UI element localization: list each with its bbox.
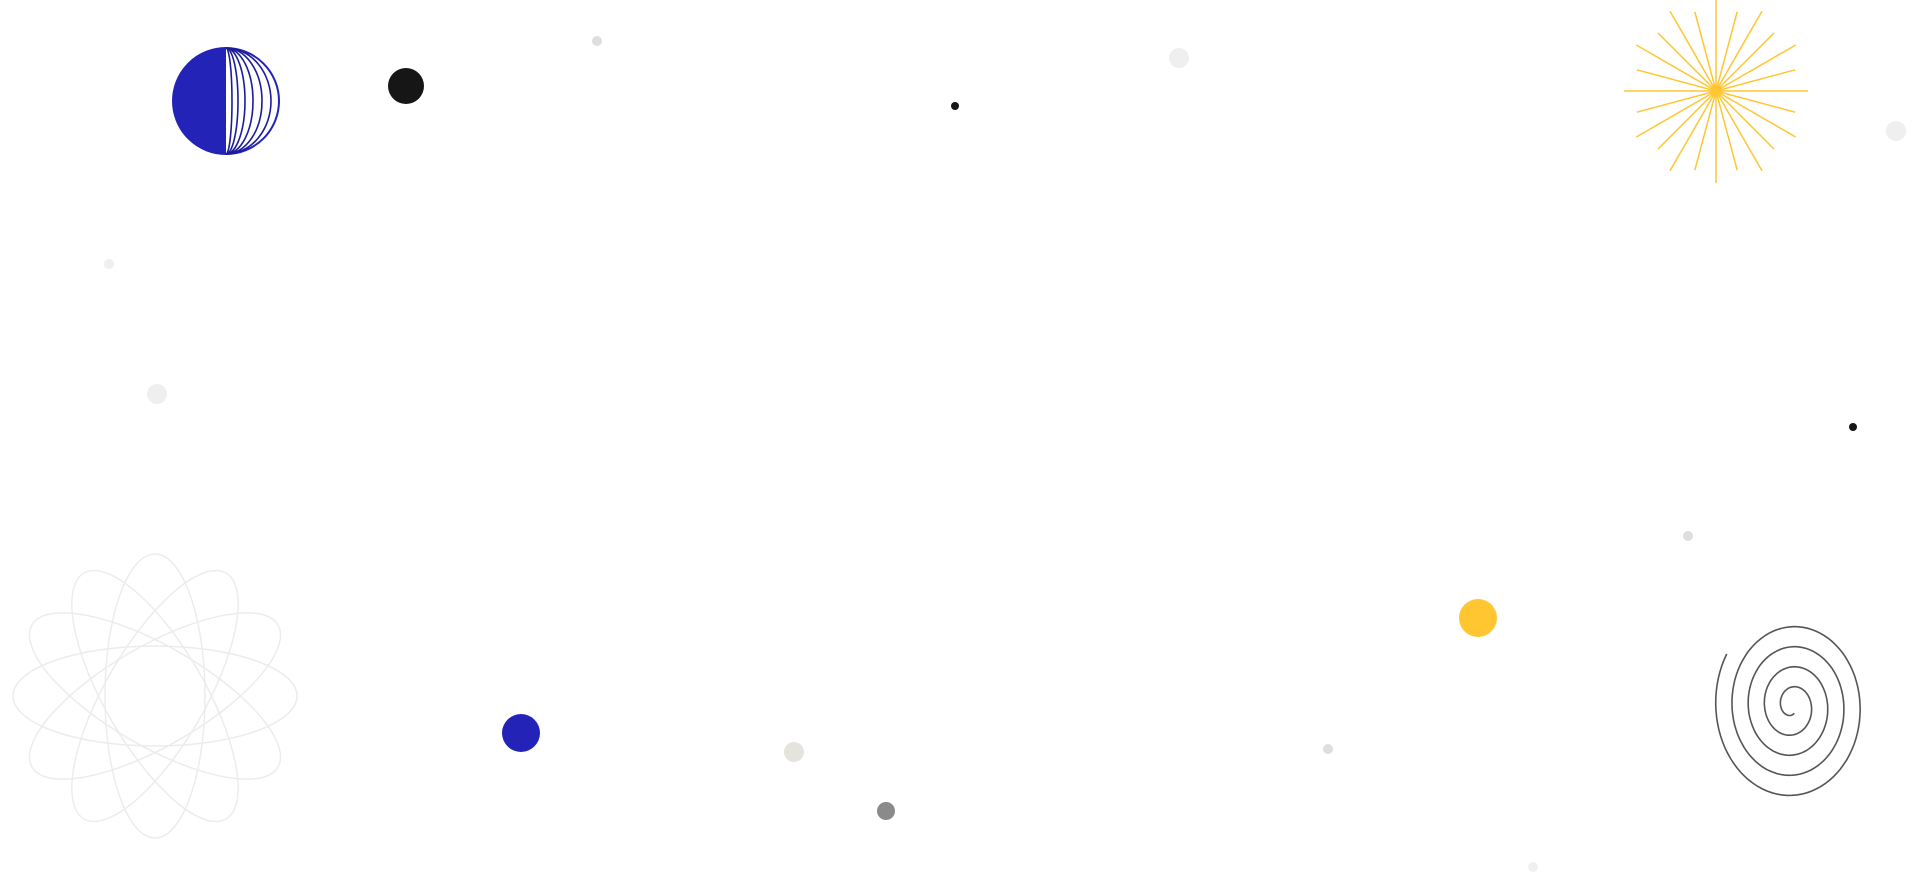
- small-gray-dot: [592, 36, 602, 46]
- sunburst-ray: [1715, 90, 1775, 150]
- sunburst-ray: [1669, 90, 1717, 172]
- faint-dot: [104, 259, 114, 269]
- gray-dot: [877, 802, 895, 820]
- sunburst-ray: [1715, 69, 1796, 92]
- sunburst-ray: [1657, 32, 1717, 92]
- sunburst-ray: [1715, 90, 1797, 138]
- tiny-black-dot: [951, 102, 959, 110]
- atom-orbits-icon: [12, 553, 298, 839]
- sunburst-ray: [1657, 90, 1717, 150]
- light-gray-dot-edge: [1886, 121, 1906, 141]
- half-globe-icon: [172, 47, 280, 155]
- sunburst-ray: [1636, 69, 1717, 92]
- small-gray-dot-bottom: [1323, 744, 1333, 754]
- sunburst-ray: [1715, 44, 1797, 92]
- sunburst-ray: [1715, 32, 1775, 92]
- sunburst-ray: [1669, 10, 1717, 92]
- tiny-black-dot-right: [1849, 423, 1857, 431]
- yellow-dot: [1459, 599, 1497, 637]
- sunburst-ray: [1715, 90, 1796, 113]
- sunburst-ray: [1715, 10, 1763, 92]
- sunburst-ray: [1635, 44, 1717, 92]
- faint-dot-bottom: [1528, 862, 1538, 872]
- sunburst-ray: [1694, 11, 1717, 92]
- light-gray-dot: [1169, 48, 1189, 68]
- sunburst-ray: [1635, 90, 1717, 138]
- beige-dot: [784, 742, 804, 762]
- sunburst-ray: [1715, 90, 1738, 171]
- sunburst-icon: [1624, 0, 1808, 183]
- black-dot: [388, 68, 424, 104]
- sunburst-ray: [1694, 90, 1717, 171]
- blue-dot: [502, 714, 540, 752]
- light-gray-dot-left: [147, 384, 167, 404]
- spiral-icon: [1714, 625, 1862, 797]
- sunburst-ray: [1636, 90, 1717, 113]
- sunburst-ray: [1715, 11, 1738, 92]
- small-gray-dot-right: [1683, 531, 1693, 541]
- sunburst-ray: [1715, 90, 1763, 172]
